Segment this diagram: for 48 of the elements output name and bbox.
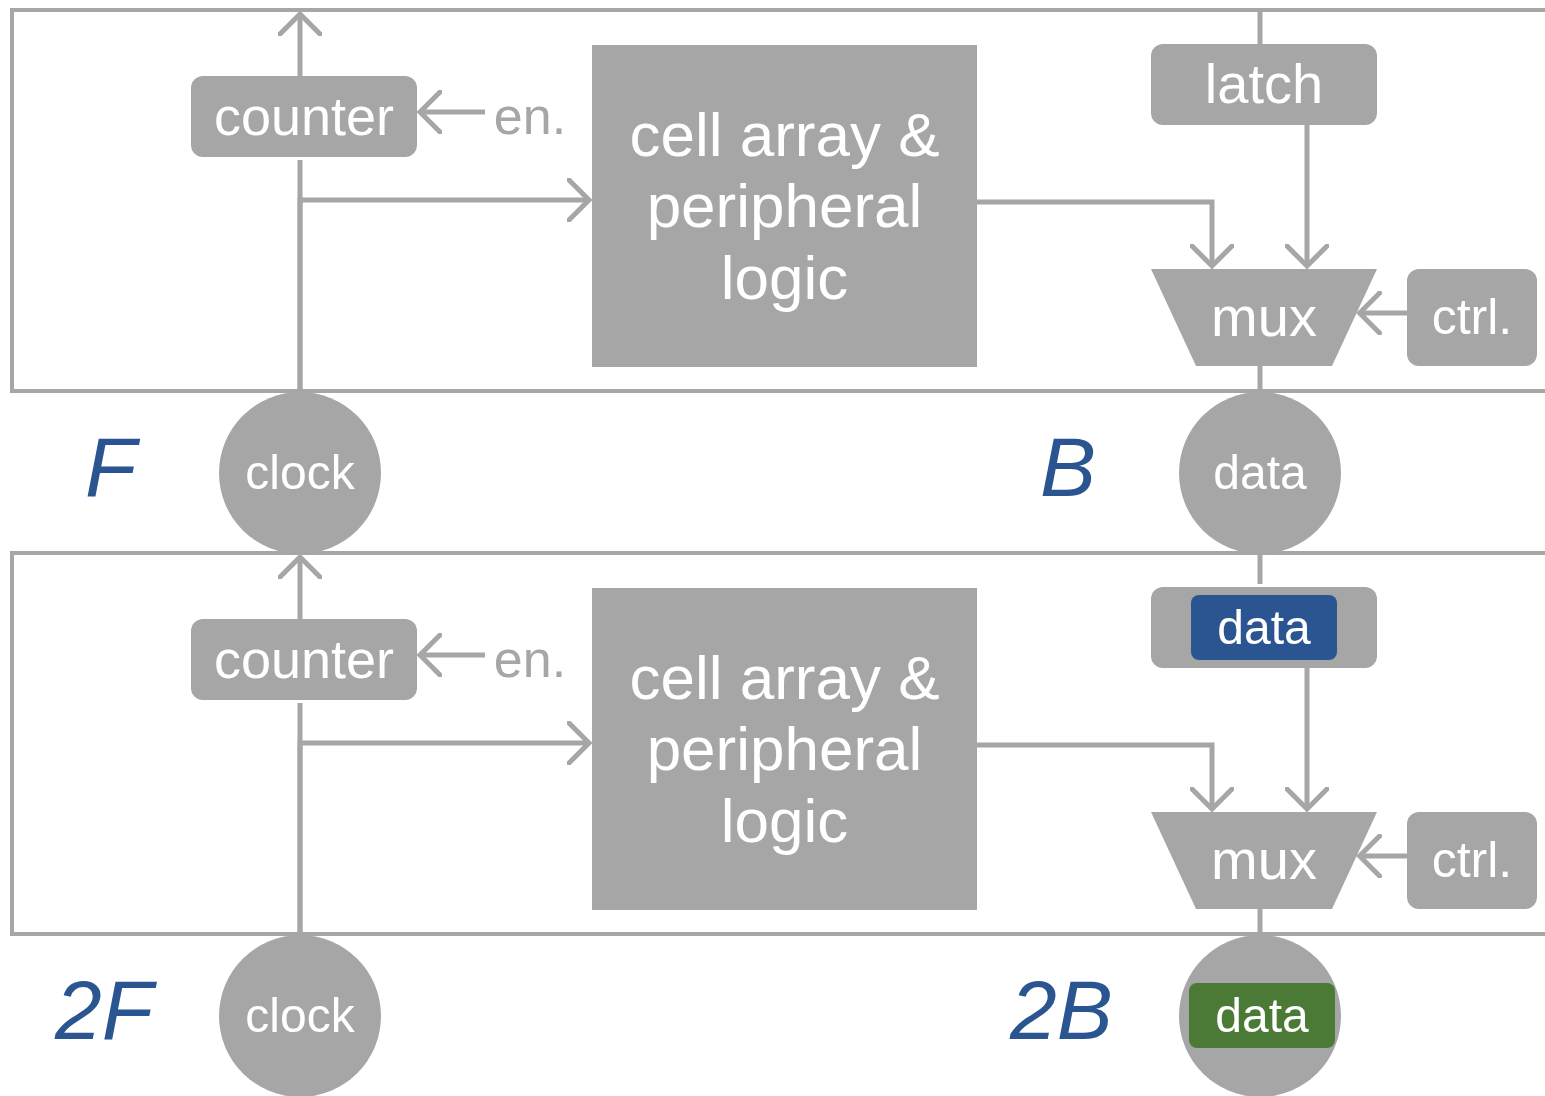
node-text: cell array & peripheral logic bbox=[628, 99, 941, 313]
node-text: mux bbox=[1211, 285, 1317, 350]
mux-trapezoid bbox=[1151, 812, 1377, 909]
mux-trapezoid bbox=[1151, 269, 1377, 366]
arrow bbox=[1284, 668, 1330, 812]
node-text: ctrl. bbox=[1431, 831, 1513, 890]
logic-block bbox=[592, 588, 977, 910]
signal-label: en. bbox=[485, 88, 575, 146]
node-text: mux bbox=[1211, 828, 1317, 893]
node-text: data bbox=[1217, 599, 1311, 656]
node-text: clock bbox=[245, 988, 355, 1044]
arrow bbox=[977, 199, 1235, 269]
node-text: ctrl. bbox=[1431, 288, 1513, 347]
arrow bbox=[297, 177, 592, 392]
node-text: cell array & peripheral logic bbox=[628, 642, 941, 856]
node-text: counter bbox=[213, 628, 395, 691]
node-text: counter bbox=[213, 85, 395, 148]
node-text: clock bbox=[245, 445, 355, 501]
connector-line bbox=[1257, 554, 1263, 584]
stage-frame bbox=[10, 8, 1545, 393]
connector-line bbox=[1257, 10, 1263, 44]
arrow bbox=[1284, 125, 1330, 269]
arrow bbox=[1357, 833, 1407, 879]
block-box bbox=[1407, 269, 1537, 366]
node-text: data bbox=[1213, 445, 1307, 501]
arrow bbox=[977, 742, 1235, 812]
arrow bbox=[297, 720, 592, 935]
arrow bbox=[417, 89, 485, 135]
block-box bbox=[191, 76, 417, 157]
signal-label: en. bbox=[485, 631, 575, 689]
block-box bbox=[191, 619, 417, 700]
data-badge bbox=[1191, 595, 1337, 660]
block-box bbox=[1151, 587, 1377, 668]
rate-label: B bbox=[1040, 425, 1097, 509]
block-box bbox=[1151, 44, 1377, 125]
stage-frame bbox=[10, 551, 1545, 936]
arrow bbox=[417, 632, 485, 678]
node-text: latch bbox=[1204, 52, 1324, 117]
data-badge bbox=[1189, 983, 1335, 1048]
arrow bbox=[277, 554, 323, 619]
connector-line bbox=[1257, 366, 1263, 389]
arrow bbox=[277, 11, 323, 76]
logic-block bbox=[592, 45, 977, 367]
rate-label: 2B bbox=[1010, 968, 1113, 1052]
connector-line bbox=[1257, 909, 1263, 932]
arrow bbox=[1357, 290, 1407, 336]
block-box bbox=[1407, 812, 1537, 909]
node-text: data bbox=[1215, 987, 1309, 1044]
